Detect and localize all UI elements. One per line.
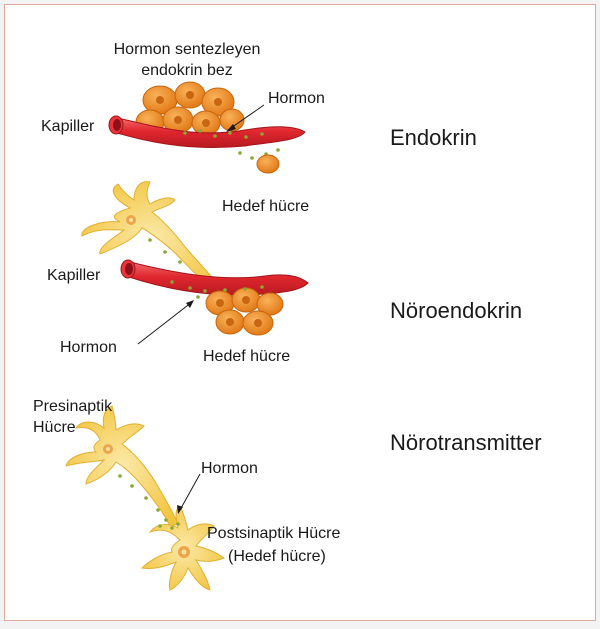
postsynaptic-label-line2: (Hedef hücre) xyxy=(228,547,326,566)
presynaptic-label-line2: Hücre xyxy=(33,418,76,437)
postsynaptic-label-line1: Postsinaptik Hücre xyxy=(207,524,340,543)
endocrine-title: Endokrin xyxy=(390,125,477,151)
neurotransmitter-hormone-arrow xyxy=(177,474,200,514)
neuroendocrine-target-label: Hedef hücre xyxy=(203,347,290,366)
neuroendocrine-title: Nöroendokrin xyxy=(390,298,522,324)
endocrine-target-label: Hedef hücre xyxy=(222,197,309,216)
presynaptic-neuron xyxy=(66,406,178,526)
neuroendocrine-target-cells xyxy=(206,288,283,335)
neurotransmitter-title: Nörotransmitter xyxy=(390,430,542,456)
endocrine-target-cell xyxy=(257,155,279,173)
neurotransmitter-hormone-label: Hormon xyxy=(201,459,258,478)
neuroendocrine-hormone-granules xyxy=(148,238,264,299)
neurotransmitter-panel xyxy=(66,406,224,590)
endocrine-capillary-label: Kapiller xyxy=(41,117,94,136)
presynaptic-label-line1: Presinaptik xyxy=(33,397,112,416)
endocrine-hormone-label: Hormon xyxy=(268,89,325,108)
neuroendocrine-capillary xyxy=(121,260,308,295)
postsynaptic-neuron xyxy=(142,506,224,590)
neuroendocrine-hormone-label: Hormon xyxy=(60,338,117,357)
neuroendocrine-capillary-label: Kapiller xyxy=(47,266,100,285)
gland-label-line2: endokrin bez xyxy=(82,61,292,80)
gland-label-line1: Hormon sentezleyen xyxy=(82,40,292,59)
neuroendocrine-hormone-arrow xyxy=(138,300,194,344)
